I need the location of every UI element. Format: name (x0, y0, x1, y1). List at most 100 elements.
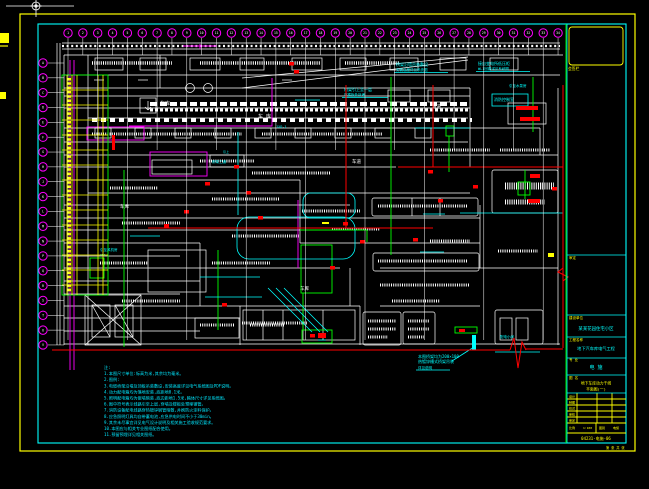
circuit-magenta-polyline (129, 78, 273, 127)
circuit-red-mark (234, 165, 239, 169)
title-block-yellow-rect (568, 26, 624, 66)
grid-top-bubble-label: 11 (215, 31, 219, 35)
grid-top-bubble (464, 28, 474, 38)
title-block-yellow-text: 04231-电施-06 (581, 435, 611, 441)
grid-left-bubble (38, 147, 48, 157)
note-line: 5.照明配电箱均为嵌墙暗装,底边距地1.5米,箱体尺寸详见系统图。 (104, 395, 228, 401)
grid-left-bubble-label: S (42, 299, 44, 303)
grid-top-bubble (122, 28, 133, 38)
grid-top-bubble (419, 28, 430, 38)
circuit-red-mark (413, 238, 418, 242)
circuit-red-mark (438, 199, 443, 203)
title-block-yellow-text: 审核 (569, 412, 575, 417)
title-block-cyan-text: 电 施 (589, 364, 602, 371)
plan-linework-rect (414, 127, 432, 139)
grid-top-bubble (508, 28, 519, 38)
grid-top-bubble-label: 12 (229, 31, 233, 35)
grid-left-bubble (38, 280, 48, 291)
annotations-cyan-text: 桥架三通 (212, 159, 226, 164)
grid-top-bubble-label: 2 (82, 31, 84, 35)
annotations-cyan-text: 安装高度详见系统图 (396, 67, 428, 72)
title-block-yellow-text: 审定 (569, 255, 577, 260)
annotations-cyan-text: 热镀锌槽式桥架吊装 (418, 358, 454, 364)
grid-top-bubble-label: 14 (259, 31, 263, 35)
circuit-green-rect (454, 326, 478, 334)
grid-top-bubble-label: 16 (289, 31, 293, 35)
notes-block: 注:1.本图尺寸单位:标高为米,其余均为毫米。2.图例:3.电缆桥架沿墙及顶板吊… (104, 364, 233, 437)
grid-top-bubble-label: 17 (304, 31, 308, 35)
circuit-red-mark (258, 216, 263, 220)
grid-top-bubble-label: 28 (467, 31, 471, 35)
grid-left-bubble-label: B (42, 76, 44, 80)
grid-top-bubble (152, 28, 162, 38)
grid-top-bubble (390, 28, 400, 38)
circuit-red-polyline (509, 337, 527, 369)
grid-left-bubble (38, 206, 48, 217)
circuit-green (61, 74, 534, 347)
grid-top-bubble-label: 25 (423, 31, 427, 35)
annotations-cyan-text: 引上 (223, 149, 229, 154)
grid-left-bubble-label: K (42, 195, 44, 199)
grid-top-bubble-label: 13 (244, 31, 248, 35)
circuit-red-mark (473, 185, 478, 189)
circuit-red-mark (184, 210, 189, 214)
circuit-green-rect (89, 257, 105, 279)
legend-strip-yellow-filled-rect (322, 222, 329, 224)
grid-top-bubble-label: 3 (97, 31, 99, 35)
circuit-red-mark (205, 182, 210, 186)
note-line: 9.其余未尽事宜详见电气设计说明及相关施工验收规范要求。 (104, 419, 215, 425)
plan-linework-line (144, 106, 149, 111)
grid-left-bubble-label: G (42, 150, 44, 154)
plan-linework-rect (371, 197, 479, 217)
grid-left-bubble (38, 340, 48, 350)
plan-linework-rect (84, 294, 142, 346)
title-block-yellow-text: 会签栏 (568, 66, 580, 71)
grid-top-bubble-label: 7 (156, 31, 158, 35)
note-line: 6.图中符号表示线路引至上层,穿墙及楼板处预埋钢管。 (104, 401, 206, 407)
plan-linework-circle (185, 83, 195, 93)
circuit-magenta (69, 44, 299, 370)
grid-left-bubble-label: Q (42, 269, 44, 273)
annotations-cyan-text: 桥架引上至一层 (344, 86, 372, 92)
grid-top-bubble-label: 22 (378, 31, 382, 35)
circuit-red-mark (310, 334, 315, 338)
grid-top-bubble-label: 6 (141, 31, 143, 35)
grid-left-bubble-label: D (42, 106, 44, 110)
title-block-yellow-text: 建设单位 (569, 315, 583, 320)
annotations-cyan-rect (491, 93, 529, 107)
plan-linework-text: 车道 (352, 158, 361, 165)
plan-linework-line (91, 304, 111, 338)
note-line: 11.预留预埋详见相关图纸。 (104, 431, 156, 437)
legend-strip-yellow-filled-rect (548, 253, 554, 257)
grid-top-bubble-label: 33 (541, 31, 545, 35)
grid-top-bubble-label: 8 (171, 31, 173, 35)
annotations-cyan-line (275, 287, 321, 333)
grid-top-bubble (345, 28, 355, 38)
annotations-cyan-line (267, 287, 313, 333)
plan-linework-circle (203, 83, 213, 93)
circuit-red-filled-rect (318, 333, 326, 338)
plan-linework-rect (151, 159, 193, 175)
grid-top-bubble-label: 23 (393, 31, 397, 35)
grid-left-bubble (38, 266, 48, 276)
circuit-red-filled-rect (516, 106, 538, 110)
plan-linework-rect (194, 317, 240, 339)
plan-linework-text: 车库 (120, 203, 129, 210)
inner-frame-rect (37, 23, 627, 444)
grid-top-bubble-label: 21 (363, 31, 367, 35)
sheet-border (0, 13, 636, 452)
grid-left-bubble-label: M (42, 224, 44, 228)
grid-left-bubble (38, 132, 48, 142)
circuit-magenta-rect (86, 126, 145, 141)
annotations-cyan-rect (302, 192, 356, 219)
annotations-cyan-text: 引至水泵房 (509, 83, 527, 88)
annotations-cyan-text: JXD-1 (276, 125, 287, 129)
inner-frame (37, 23, 627, 444)
grid-top-bubble (226, 28, 237, 38)
grid-top-bubble (211, 28, 222, 38)
